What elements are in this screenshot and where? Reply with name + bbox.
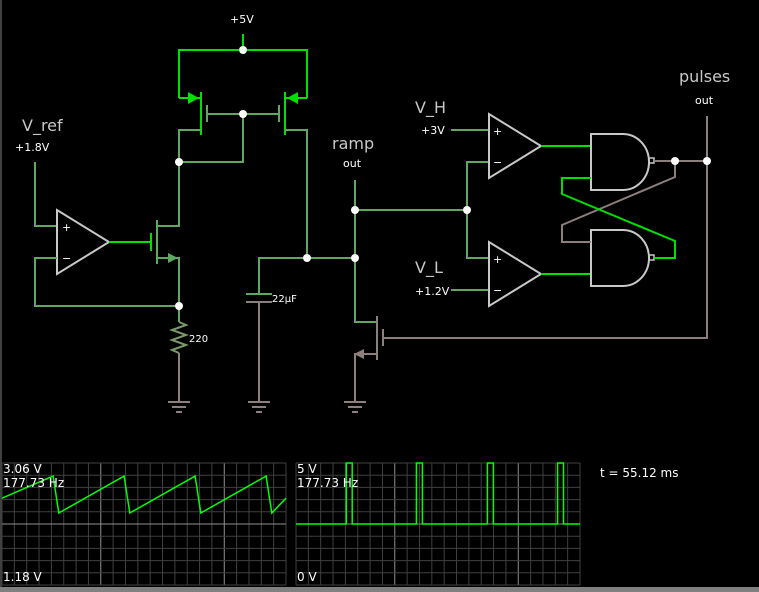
node [351, 254, 359, 262]
node [671, 157, 679, 165]
ground-3 [344, 401, 366, 413]
supply-label: +5V [230, 13, 254, 26]
node [175, 158, 183, 166]
resistor-value: 220 [189, 334, 208, 345]
ground-1 [168, 401, 190, 413]
wire [34, 162, 57, 227]
scope-ramp[interactable]: 3.06 V 177.73 Hz 1.18 V [1, 462, 287, 586]
opamp-minus-label: − [493, 284, 502, 297]
scope1-max-label: 3.06 V [3, 462, 43, 476]
opamp-plus-label: + [62, 221, 71, 234]
arrow-icon [354, 349, 364, 359]
scope1-freq-label: 177.73 Hz [3, 476, 64, 490]
wire [179, 114, 244, 163]
opamp-minus-label: − [493, 156, 502, 169]
node [303, 254, 311, 262]
pmos-right[interactable] [278, 92, 308, 258]
nodes [175, 46, 711, 310]
arrow-icon [188, 92, 199, 104]
supply-rail: +5V [178, 13, 308, 98]
bottom-scrollbar[interactable] [0, 587, 759, 592]
time-readout: t = 55.12 ms [600, 466, 679, 480]
ramp-sub-label: out [343, 157, 362, 170]
node [175, 302, 183, 310]
scope1-min-label: 1.18 V [3, 570, 43, 584]
scope2-max-label: 5 V [297, 462, 317, 476]
ramp-trace [1, 474, 287, 515]
scope2-min-label: 0 V [297, 570, 317, 584]
opamp-1[interactable]: + − [56, 208, 111, 276]
inverter-bubble [648, 254, 655, 261]
window-left-edge [0, 0, 2, 592]
gate-wire [383, 162, 708, 339]
wire [258, 257, 307, 294]
resistor[interactable]: 220 [169, 306, 208, 401]
opamp-plus-label: + [493, 125, 502, 138]
comparator-high[interactable]: + − [488, 112, 543, 180]
nand-gate-bottom[interactable] [590, 229, 655, 287]
nmos-discharge[interactable] [354, 316, 384, 401]
scope2-freq-label: 177.73 Hz [297, 476, 358, 490]
cross-wire [561, 177, 676, 259]
ramp-label: ramp [332, 134, 374, 153]
opamp-minus-label: − [62, 252, 71, 265]
comparator-low[interactable]: + − [488, 240, 543, 308]
pmos-left[interactable] [178, 92, 208, 162]
vh-name: V_H [415, 98, 446, 118]
node [463, 206, 471, 214]
vref-value: +1.8V [15, 141, 50, 154]
nmos-follower[interactable] [150, 162, 180, 306]
capacitor-value: 22µF [272, 294, 297, 305]
vl-name: V_L [415, 258, 443, 278]
pulses-trace [296, 462, 580, 525]
node [239, 46, 247, 54]
opamp-plus-label: + [493, 253, 502, 266]
feedback-wire [34, 257, 179, 307]
wire [178, 49, 308, 98]
ground-2 [248, 401, 270, 413]
inverter-bubble [648, 157, 655, 164]
node [239, 110, 247, 118]
vref-name: V_ref [22, 116, 63, 136]
node [703, 157, 711, 165]
vh-value: +3V [421, 124, 445, 137]
nand-gate-top[interactable] [590, 133, 655, 191]
capacitor[interactable]: 22µF [246, 293, 297, 401]
ramp-wire[interactable] [354, 180, 377, 323]
cross-wire [561, 161, 676, 243]
pulses-sub-label: out [695, 94, 714, 107]
node [351, 206, 359, 214]
arrow-icon [287, 92, 298, 104]
pulses-label: pulses [679, 67, 730, 86]
arrow-icon [168, 253, 178, 263]
scope-pulses[interactable]: 5 V 177.73 Hz 0 V [295, 462, 581, 586]
vl-value: +1.2V [415, 285, 450, 298]
